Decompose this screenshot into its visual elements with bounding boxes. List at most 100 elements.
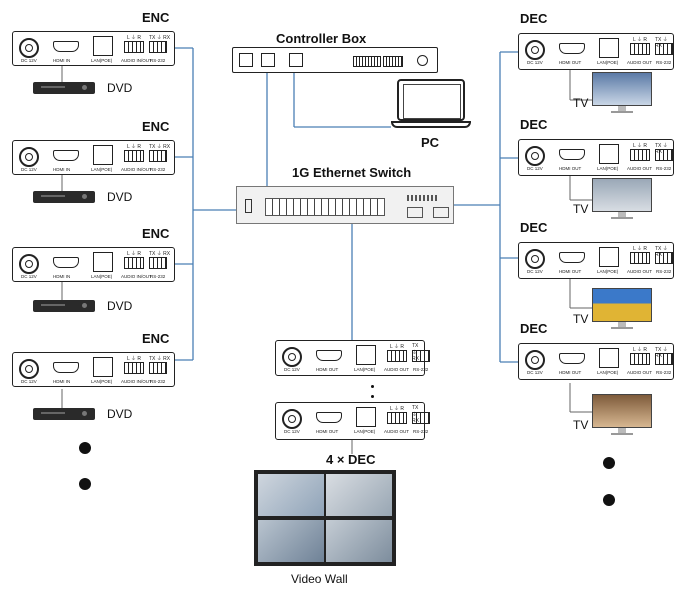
serial-pins-label: TX ⏚ RX xyxy=(412,405,419,424)
ethernet-switch-icon xyxy=(236,186,454,224)
dc-label: DC 12V xyxy=(527,60,543,65)
dvd-player-icon xyxy=(33,408,95,420)
lan-label: LAN(POE) xyxy=(597,269,619,274)
audio-label: AUDIO IN/OUT xyxy=(121,379,152,384)
hdmi-port-icon xyxy=(316,412,342,423)
decoder-label: DEC xyxy=(520,220,548,235)
hdmi-port-icon xyxy=(559,252,585,263)
dec-count-label: 4 × DEC xyxy=(326,452,376,467)
audio-label: AUDIO OUT xyxy=(627,60,653,65)
laptop-icon xyxy=(391,79,471,131)
dc-label: DC 12V xyxy=(284,367,300,372)
hdmi-port-icon xyxy=(53,257,79,268)
switch-label: 1G Ethernet Switch xyxy=(292,165,412,180)
audio-pins-label: L ⏚ R xyxy=(127,251,141,257)
lan-port-icon xyxy=(599,144,619,164)
terminal-block-icon xyxy=(124,41,144,53)
terminal-block-icon xyxy=(149,257,167,269)
hdmi-port-icon xyxy=(559,149,585,160)
audio-label: AUDIO OUT xyxy=(384,367,410,372)
terminal-block-icon xyxy=(655,149,673,161)
hdmi-label: HDMI OUT xyxy=(316,429,339,434)
hdmi-port-icon xyxy=(559,353,585,364)
terminal-block-icon xyxy=(149,150,167,162)
dvd-player-icon xyxy=(33,300,95,312)
rs232-label: RS-232 xyxy=(150,274,166,279)
terminal-block-icon xyxy=(149,362,167,374)
lan-label: LAN(POE) xyxy=(597,166,619,171)
encoder-label: ENC xyxy=(142,119,170,134)
pc-label: PC xyxy=(421,135,440,150)
terminal-block-icon xyxy=(655,252,673,264)
terminal-block-icon xyxy=(630,43,650,55)
controller-box-label: Controller Box xyxy=(276,31,367,46)
audio-pins-label: L ⏚ R xyxy=(127,144,141,150)
serial-pins-label: TX ⏚ RX xyxy=(412,343,419,362)
power-jack-icon xyxy=(19,38,39,58)
lan-port-icon xyxy=(93,252,113,272)
rs232-label: RS-232 xyxy=(656,370,672,375)
dc-label: DC 12V xyxy=(527,166,543,171)
audio-label: AUDIO IN/OUT xyxy=(121,167,152,172)
audio-pins-label: L ⏚ R xyxy=(390,406,404,412)
lan-port-icon xyxy=(261,53,275,67)
lan-port-icon xyxy=(93,145,113,165)
dc-label: DC 12V xyxy=(21,274,37,279)
rs232-label: RS-232 xyxy=(656,269,672,274)
rs232-label: RS-232 xyxy=(656,60,672,65)
serial-pins-label: TX ⏚ RX xyxy=(655,37,668,49)
terminal-block-icon xyxy=(124,150,144,162)
terminal-block-icon xyxy=(412,350,430,362)
hdmi-label: HDMI IN xyxy=(53,167,71,172)
terminal-block-icon xyxy=(353,56,381,67)
hdmi-port-icon xyxy=(53,362,79,373)
serial-pins-label: TX ⏚ RX xyxy=(655,246,668,258)
rs232-label: RS-232 xyxy=(150,58,166,63)
dvd-player-icon xyxy=(33,82,95,94)
hdmi-label: HDMI OUT xyxy=(559,166,582,171)
audio-label: AUDIO OUT xyxy=(384,429,410,434)
audio-label: AUDIO OUT xyxy=(627,269,653,274)
terminal-block-icon xyxy=(655,353,673,365)
audio-pins-label: L ⏚ R xyxy=(633,143,647,149)
hdmi-label: HDMI IN xyxy=(53,274,71,279)
power-jack-icon xyxy=(19,254,39,274)
power-jack-icon xyxy=(525,350,545,370)
decoder-label: DEC xyxy=(520,11,548,26)
tv-label: TV xyxy=(573,96,589,110)
audio-label: AUDIO IN/OUT xyxy=(121,274,152,279)
serial-pins-label: TX ⏚ RX xyxy=(149,251,171,257)
video-wall-label: Video Wall xyxy=(291,572,348,586)
dvd-label: DVD xyxy=(107,407,133,421)
hdmi-label: HDMI OUT xyxy=(559,269,582,274)
serial-pins-label: TX ⏚ RX xyxy=(149,35,171,41)
terminal-block-icon xyxy=(387,350,407,362)
lan-label: LAN(POE) xyxy=(597,60,619,65)
encoder-label: ENC xyxy=(142,331,170,346)
audio-label: AUDIO IN/OUT xyxy=(121,58,152,63)
terminal-block-icon xyxy=(149,41,167,53)
more-decoders-dot xyxy=(603,457,615,469)
lan-port-icon xyxy=(599,348,619,368)
power-jack-icon xyxy=(239,53,253,67)
rs232-label: RS-232 xyxy=(656,166,672,171)
lan-port-icon xyxy=(356,407,376,427)
power-jack-icon xyxy=(525,40,545,60)
dvd-label: DVD xyxy=(107,299,133,313)
terminal-block-icon xyxy=(124,257,144,269)
rs232-label: RS-232 xyxy=(413,429,429,434)
tv-icon xyxy=(592,72,652,114)
lan-port-icon xyxy=(356,345,376,365)
audio-pins-label: L ⏚ R xyxy=(633,246,647,252)
controller-box xyxy=(232,47,438,73)
power-jack-icon xyxy=(282,347,302,367)
hdmi-label: HDMI IN xyxy=(53,379,71,384)
tv-icon xyxy=(592,178,652,220)
